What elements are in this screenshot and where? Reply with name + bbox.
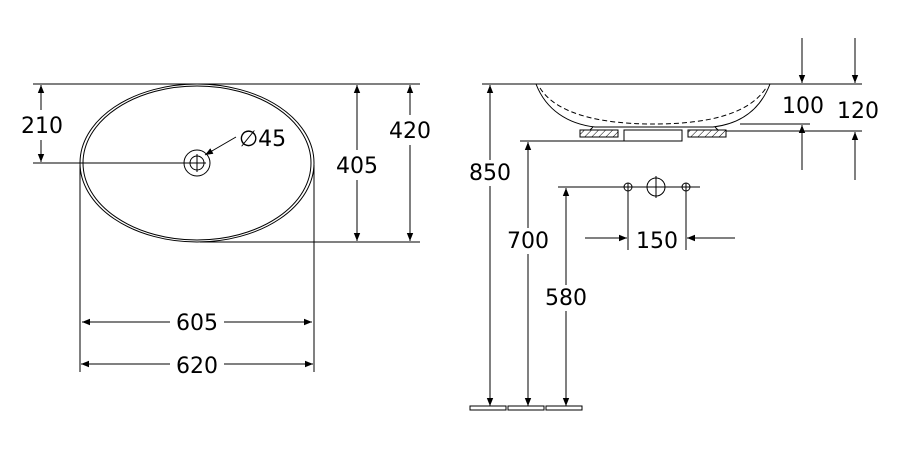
drain-leader [204,136,237,156]
tap-hole-left-icon [623,182,633,192]
dim-580: 580 [545,286,587,311]
basin-profile [535,83,771,128]
side-view: 150 850 700 580 100 120 [469,38,879,411]
dim-420: 420 [389,119,431,144]
drain-diameter-label: ∅45 [239,127,286,152]
dim-605: 605 [176,311,218,336]
dim-210: 210 [21,114,63,139]
drain-outlet-icon [646,176,666,198]
basin-foot [623,129,683,142]
dim-405: 405 [336,154,378,179]
dim-620: 620 [176,354,218,379]
dim-850: 850 [469,161,511,186]
dim-700: 700 [507,229,549,254]
dim-150: 150 [636,229,678,254]
top-view: ∅45 210 405 420 605 620 [21,83,431,379]
basin-inner-dashed [539,87,767,125]
countertop-right [687,129,727,138]
dim-100: 100 [782,94,824,119]
tap-hole-right-icon [681,182,691,192]
floor-line [469,405,583,411]
countertop-left [579,129,619,138]
dim-120: 120 [837,99,879,124]
